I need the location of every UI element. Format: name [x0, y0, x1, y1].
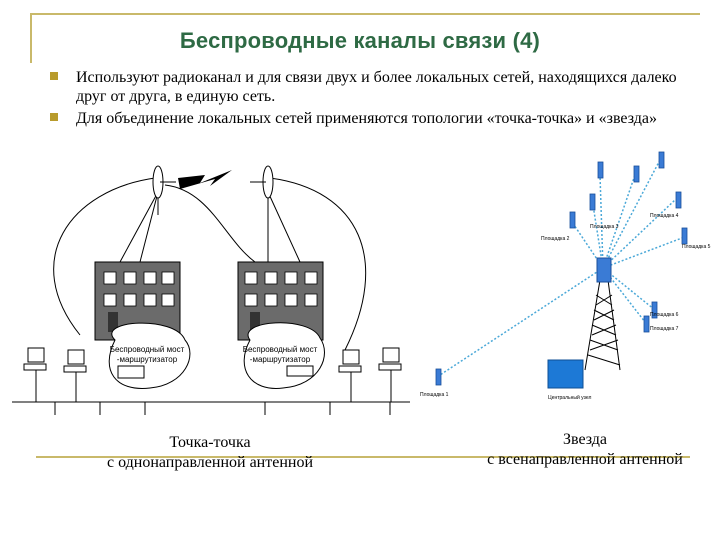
bullet-text: Используют радиоканал и для связи двух и…	[76, 69, 677, 105]
site-antenna-icon	[435, 368, 442, 386]
router-label-line: -маршрутизатор	[250, 355, 311, 364]
site-antenna-icon	[569, 211, 576, 229]
bullet-text: Для объединение локальных сетей применяю…	[76, 110, 657, 127]
site-label: Площадка 3	[590, 224, 619, 230]
site-antenna-icon	[597, 161, 604, 179]
site-antenna-icon	[658, 151, 665, 169]
square-bullet-icon	[50, 113, 58, 121]
radio-links	[439, 159, 683, 376]
site-antennas	[435, 151, 688, 386]
site-antenna-icon	[589, 193, 596, 211]
site-label: Площадка 6	[650, 312, 679, 318]
square-bullet-icon	[50, 72, 58, 80]
computer-icon	[378, 347, 402, 402]
site-label: Площадка 5	[682, 244, 711, 250]
site-label: Площадка 7	[650, 326, 679, 332]
dish-antenna-icon	[152, 165, 176, 215]
router-bubble-left: Беспроводный мост -маршрутизатор	[108, 322, 191, 389]
site-antenna-icon	[633, 165, 640, 183]
frame-top-line	[30, 13, 700, 15]
omni-antenna-icon	[596, 257, 612, 283]
central-node-icon	[547, 359, 584, 389]
central-node-label: Центральный узел	[548, 394, 592, 401]
site-antenna-icon	[643, 315, 650, 333]
caption-line: Звезда	[562, 431, 608, 448]
caption-star: Звезда с всенаправленной антенной	[455, 430, 715, 470]
computer-icon	[338, 349, 362, 402]
slide-title: Беспроводные каналы связи (4)	[179, 28, 541, 53]
frame-left-line	[30, 13, 32, 63]
caption-line: с однонаправленной антенной	[106, 454, 314, 471]
site-antenna-icon	[681, 227, 688, 245]
site-label: Площадка 4	[650, 213, 679, 219]
antenna-cable	[267, 191, 301, 263]
caption-point-to-point: Точка-точка с однонаправленной антенной	[60, 433, 360, 473]
network-diagram: Беспроводный мост -маршрутизатор Беспров…	[12, 151, 711, 415]
router-device-icon	[117, 365, 145, 379]
antenna-cable	[119, 191, 159, 263]
bullet-item: Для объединение локальных сетей применяю…	[48, 109, 688, 128]
computer-icon	[63, 349, 87, 402]
router-label-line: -маршрутизатор	[117, 355, 178, 364]
caption-line: с всенаправленной антенной	[487, 451, 683, 468]
site-label: Площадка 1	[420, 392, 449, 398]
antenna-cable	[139, 191, 159, 263]
dish-antenna-icon	[250, 165, 274, 215]
bullet-item: Используют радиоканал и для связи двух и…	[48, 68, 688, 106]
point-to-point-diagram	[12, 177, 410, 415]
router-device-icon	[286, 365, 314, 377]
computer-icon	[23, 347, 47, 402]
router-label-line: Беспроводный мост	[243, 345, 318, 354]
router-bubble-right: Беспроводный мост -маршрутизатор	[243, 322, 325, 389]
frame-bottom-line	[36, 456, 690, 458]
caption-line: Точка-точка	[169, 434, 251, 451]
star-diagram: Центральный узел Площадка 1 Площадка 2 П…	[420, 151, 711, 401]
router-label-line: Беспроводный мост	[110, 345, 185, 354]
site-antenna-icon	[651, 301, 658, 319]
radio-link-lightning-icon	[178, 170, 232, 189]
radio-tower-icon	[584, 279, 621, 371]
cable-curve-left	[53, 177, 156, 336]
cable-curve-mid	[164, 184, 256, 263]
site-label: Площадка 2	[541, 236, 570, 242]
bullet-list: Используют радиоканал и для связи двух и…	[48, 68, 688, 131]
site-antenna-icon	[675, 191, 682, 209]
cable-curve-right	[269, 177, 367, 351]
